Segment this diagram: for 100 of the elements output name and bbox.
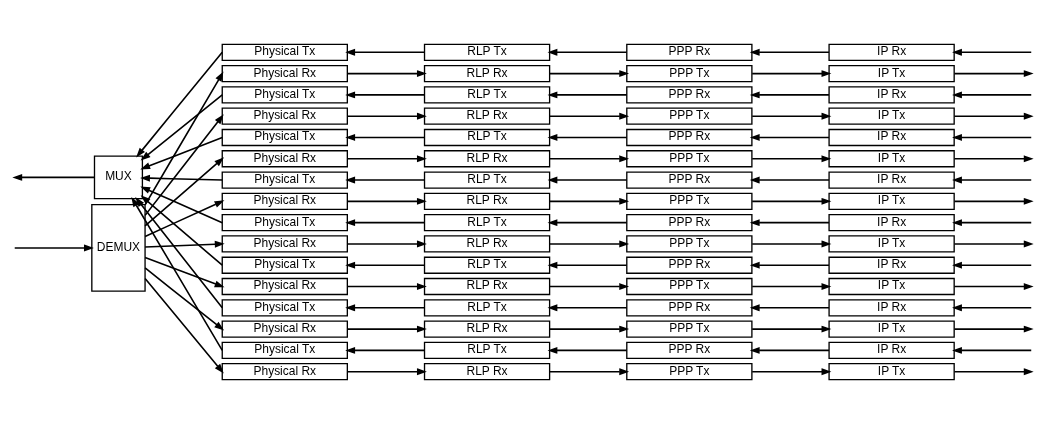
arrow — [751, 69, 832, 77]
node-box: RLP Tx — [423, 128, 551, 146]
node-box: IP Rx — [828, 128, 955, 146]
node-box: IP Tx — [828, 277, 955, 295]
arrow — [547, 261, 628, 269]
arrow — [346, 197, 427, 205]
arrow — [953, 240, 1034, 247]
arrow — [953, 112, 1034, 120]
arrow — [345, 48, 426, 56]
arrow — [547, 48, 628, 56]
node-box: PPP Rx — [626, 43, 753, 61]
arrow — [751, 325, 832, 333]
arrow — [549, 69, 630, 77]
node-box: PPP Tx — [626, 234, 753, 253]
arrow — [749, 218, 830, 226]
arrow — [952, 261, 1033, 269]
node-box: PPP Tx — [626, 64, 753, 82]
arrow — [144, 199, 225, 237]
node-box: Physical Rx — [221, 149, 348, 167]
arrow — [144, 266, 225, 331]
arrow — [345, 261, 426, 269]
node-box: Physical Rx — [221, 64, 348, 82]
arrow — [549, 367, 630, 375]
node-box: PPP Tx — [626, 149, 753, 167]
arrow — [751, 154, 832, 162]
arrow — [144, 240, 225, 248]
node-box: RLP Tx — [423, 170, 551, 189]
arrow — [144, 71, 224, 206]
node-box: PPP Tx — [626, 362, 753, 380]
node-box: PPP Tx — [626, 192, 753, 210]
arrow — [952, 218, 1033, 226]
arrow — [346, 154, 427, 162]
node-box: PPP Tx — [626, 319, 753, 338]
arrow — [749, 176, 830, 183]
arrow — [345, 303, 426, 311]
node-box: PPP Rx — [626, 170, 753, 189]
arrow — [952, 90, 1033, 98]
node-box: IP Rx — [828, 170, 955, 189]
node-box: Physical Rx — [221, 277, 348, 295]
arrow — [345, 218, 426, 226]
arrow — [952, 303, 1033, 311]
arrow — [751, 282, 832, 290]
node-box: Physical Tx — [221, 256, 348, 274]
arrow — [136, 51, 224, 157]
node-box: PPP Rx — [626, 85, 753, 104]
node-box: RLP Tx — [423, 213, 551, 231]
node-box: Physical Rx — [221, 319, 348, 338]
arrow — [547, 218, 628, 226]
arrow — [952, 176, 1033, 183]
node-box: Physical Rx — [221, 234, 348, 253]
arrow — [547, 176, 628, 183]
node-box: RLP Tx — [423, 341, 551, 359]
arrow — [953, 367, 1034, 375]
arrow — [346, 69, 427, 77]
node-box: IP Rx — [828, 85, 955, 104]
arrow — [549, 154, 630, 162]
arrow — [549, 240, 630, 247]
node-box: Physical Tx — [221, 43, 348, 61]
arrow — [144, 156, 225, 227]
node-box: Physical Tx — [221, 170, 348, 189]
arrow — [547, 346, 628, 354]
node-box: RLP Tx — [423, 43, 551, 61]
arrow — [952, 48, 1033, 56]
node-box: PPP Rx — [626, 128, 753, 146]
arrow — [751, 112, 832, 120]
node-box: PPP Rx — [626, 256, 753, 274]
arrow — [346, 240, 427, 247]
arrow — [953, 69, 1034, 77]
arrow — [144, 256, 225, 287]
node-box: MUX — [93, 154, 144, 199]
node-box: PPP Rx — [626, 298, 753, 316]
arrow — [345, 346, 426, 354]
node-box: IP Rx — [828, 43, 955, 61]
node-box: IP Tx — [828, 107, 955, 125]
node-box: PPP Tx — [626, 277, 753, 295]
node-box: IP Tx — [828, 234, 955, 253]
node-box: IP Tx — [828, 64, 955, 82]
arrow — [144, 113, 224, 216]
node-box: Physical Rx — [221, 192, 348, 210]
node-box: RLP Tx — [423, 85, 551, 104]
arrow — [346, 112, 427, 120]
arrow — [140, 93, 224, 161]
node-box: IP Tx — [828, 149, 955, 167]
arrow — [549, 325, 630, 333]
node-box: RLP Rx — [423, 64, 551, 82]
arrow — [547, 133, 628, 141]
node-box: Physical Rx — [221, 362, 348, 380]
node-box: RLP Rx — [423, 107, 551, 125]
arrow — [140, 136, 224, 169]
node-box: IP Rx — [828, 298, 955, 316]
arrow — [345, 176, 426, 183]
arrow — [346, 325, 427, 333]
arrow — [346, 282, 427, 290]
arrow — [953, 197, 1034, 205]
node-box: RLP Rx — [423, 192, 551, 210]
arrow — [952, 133, 1033, 141]
node-box: RLP Rx — [423, 319, 551, 338]
arrow — [345, 90, 426, 98]
node-box: IP Rx — [828, 256, 955, 274]
arrow — [549, 282, 630, 290]
